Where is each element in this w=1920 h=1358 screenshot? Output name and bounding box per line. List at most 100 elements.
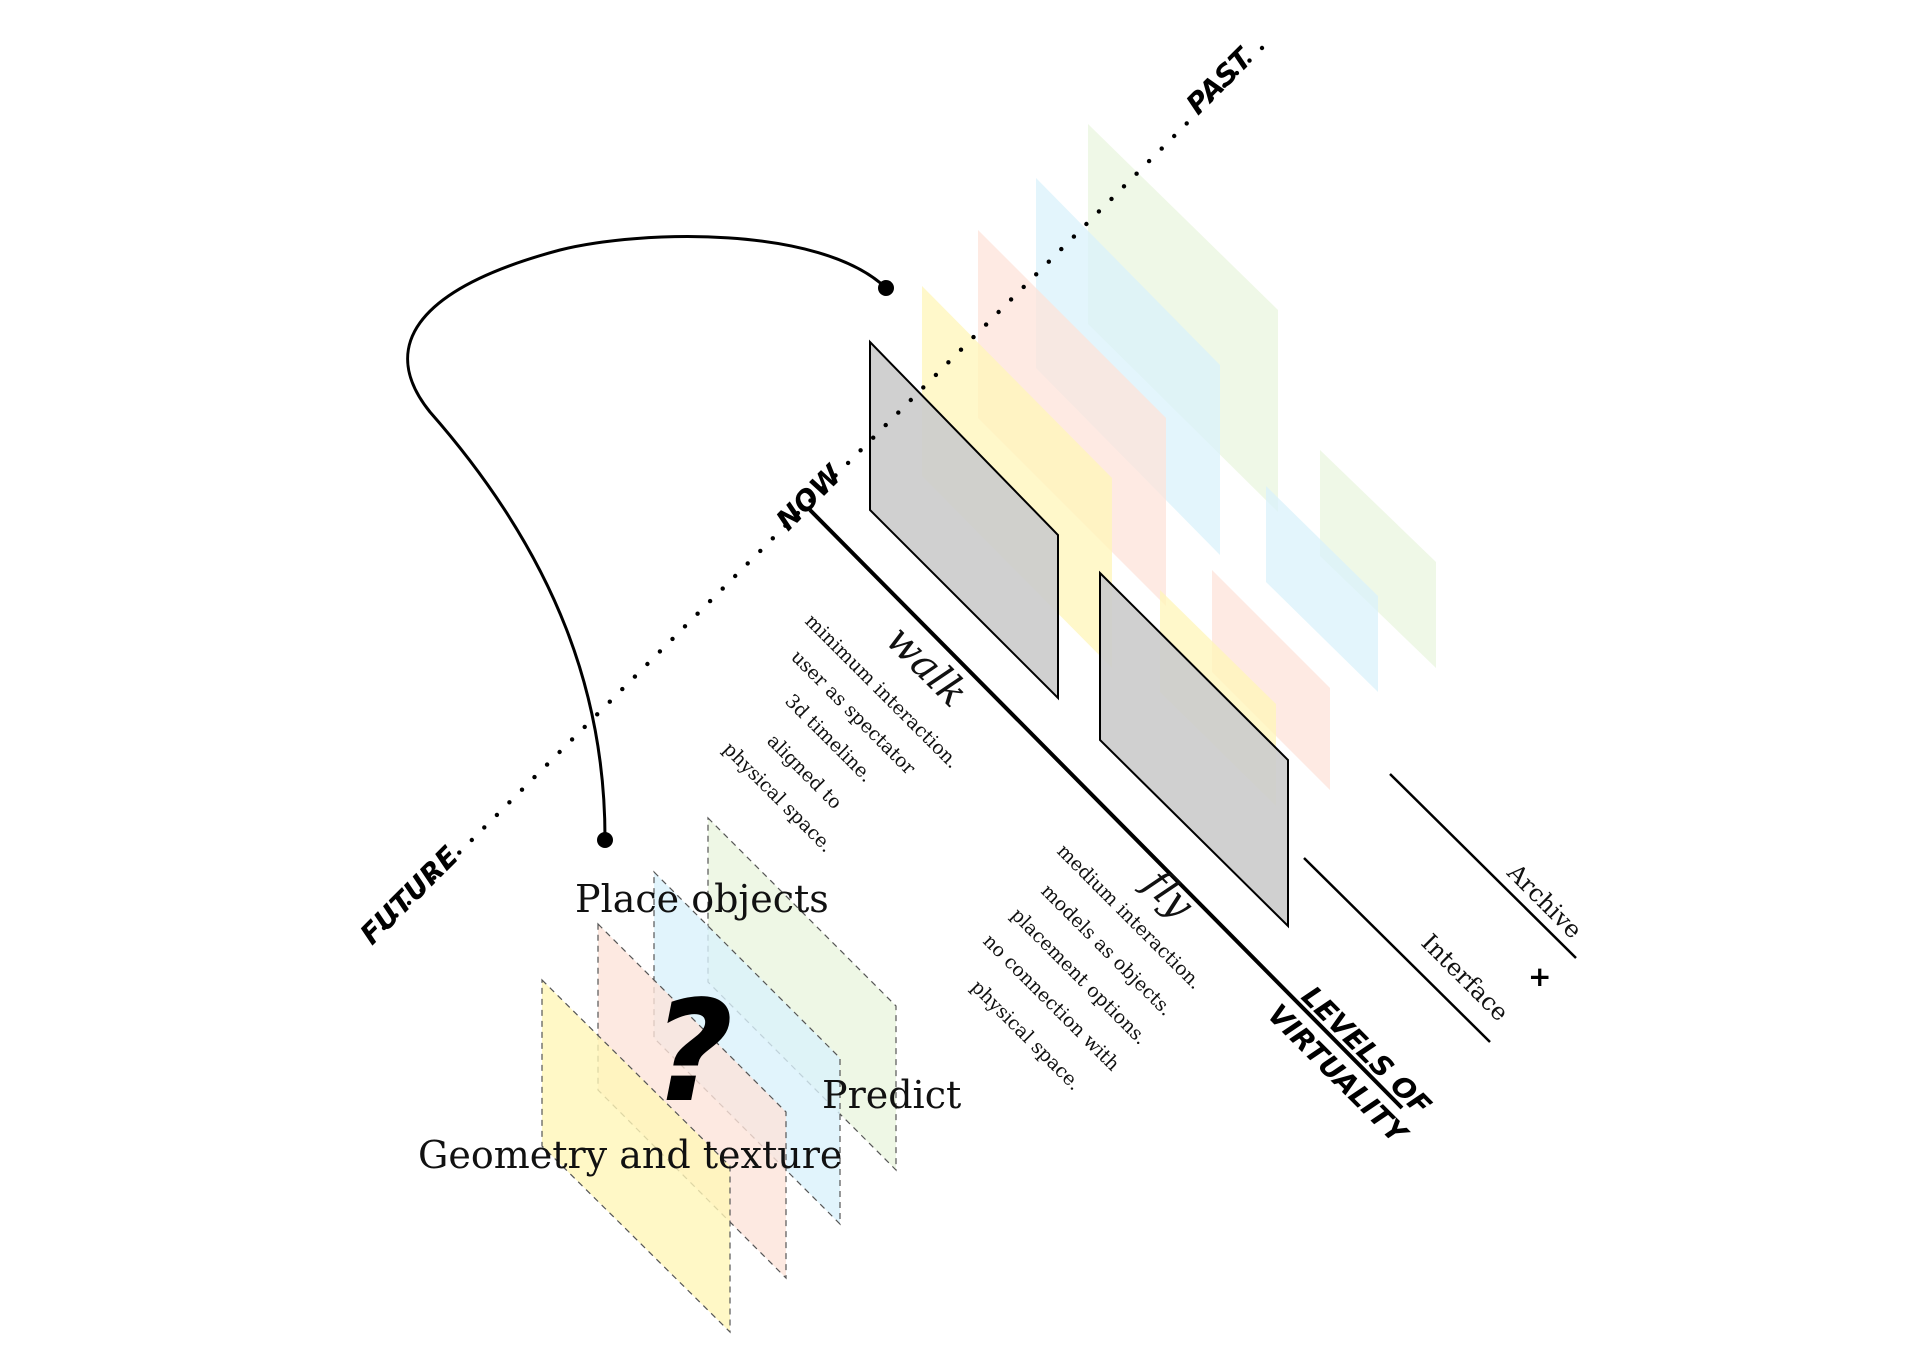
- timeline-dot: [569, 737, 575, 742]
- interface-label: Interface: [1416, 928, 1514, 1026]
- fly-layer-pink: [1212, 570, 1330, 790]
- timeline-dot: [507, 800, 512, 805]
- predict-label: Predict: [822, 1073, 961, 1117]
- past-layer-blue: [1036, 178, 1220, 555]
- timeline-dot: [645, 661, 650, 667]
- timeline-dot: [557, 749, 562, 755]
- arc-end-dot-bottom: [597, 832, 613, 848]
- timeline-dot: [670, 636, 675, 642]
- timeline-dot: [707, 598, 713, 604]
- timeline-dot: [1096, 209, 1102, 214]
- timeline-dot: [469, 837, 474, 843]
- fly-line-5: physical space.: [966, 976, 1085, 1095]
- timeline-dot: [494, 812, 500, 818]
- timeline-dot: [883, 422, 888, 428]
- timeline-dot: [908, 397, 913, 403]
- timeline-dot: [620, 686, 625, 692]
- past-layer-green: [1088, 124, 1278, 512]
- past-layers: [922, 124, 1436, 806]
- timeline-dot: [845, 460, 851, 466]
- fly-panel: [1099, 570, 1289, 929]
- place-objects-label: Place objects: [575, 877, 829, 921]
- timeline-dot: [432, 875, 437, 880]
- timeline-dot: [858, 448, 863, 453]
- timeline-dot: [770, 536, 775, 541]
- timeline-dot: [607, 699, 612, 704]
- timeline-dot: [833, 473, 838, 478]
- timeline-dot: [733, 573, 738, 579]
- timeline-dot: [820, 485, 826, 491]
- timeline-dot: [1109, 196, 1114, 202]
- archive-axis-line: [1389, 773, 1577, 959]
- timeline-dot: [1021, 284, 1026, 290]
- timeline-dot: [1071, 234, 1077, 239]
- past-layer-pink: [978, 230, 1166, 606]
- timeline-dot: [1046, 259, 1052, 264]
- timeline-dot: [1059, 246, 1064, 252]
- timeline-dot: [983, 322, 989, 327]
- timeline-dot: [1234, 70, 1240, 76]
- past-label: PAST: [1180, 40, 1260, 120]
- timeline-dot: [758, 548, 763, 554]
- timeline-dot: [795, 510, 801, 516]
- timeline-dot: [394, 913, 399, 918]
- timeline-dot: [933, 372, 939, 378]
- timeline-dot: [745, 561, 750, 566]
- question-mark: ?: [652, 971, 733, 1134]
- walk-panel: [869, 339, 1059, 701]
- past-layer-yellow: [922, 286, 1112, 668]
- timeline-dot: [695, 611, 700, 616]
- timeline-dot: [1084, 221, 1089, 227]
- timeline-dot: [720, 586, 725, 591]
- timeline-dot: [1209, 96, 1215, 101]
- geometry-label: Geometry and texture: [418, 1133, 842, 1177]
- future-layer-yellow: [541, 978, 731, 1334]
- future-layer-blue: [653, 870, 841, 1226]
- fly-block: fly medium interaction. models as object…: [966, 840, 1206, 1095]
- timeline-dot: [1034, 272, 1039, 277]
- timeline-dot: [1184, 121, 1189, 126]
- future-label: FUTURE: [354, 840, 465, 951]
- levels-axis-line: [808, 508, 1404, 1110]
- timeline-dot: [958, 347, 964, 352]
- timeline-dot: [1008, 297, 1014, 302]
- timeline-dot: [482, 825, 487, 830]
- future-layers: [541, 816, 897, 1334]
- timeline-dot: [632, 674, 638, 679]
- timeline-dot: [444, 862, 449, 868]
- interface-axis-line: [1303, 857, 1491, 1043]
- timeline-dot: [1121, 184, 1127, 189]
- timeline-dot: [783, 523, 788, 528]
- timeline-dot: [406, 900, 412, 906]
- timeline-dots: [381, 45, 1265, 931]
- timeline-dot: [381, 925, 387, 931]
- timeline-dot: [946, 360, 951, 365]
- now-label: NOW: [770, 458, 849, 537]
- timeline-dot: [532, 774, 537, 780]
- timeline-dot: [896, 410, 901, 415]
- timeline-dot: [419, 888, 424, 893]
- fly-layer-green: [1320, 450, 1436, 668]
- timeline-dot: [871, 435, 876, 440]
- timeline-dot: [519, 787, 525, 792]
- arc-end-dot-top: [878, 280, 894, 296]
- timeline-dot: [544, 762, 550, 767]
- timeline-dot: [457, 850, 462, 855]
- timeline-dot: [1134, 171, 1139, 176]
- walk-block: walk minimum interaction. user as specta…: [718, 610, 976, 857]
- timeline-dot: [1222, 83, 1227, 88]
- timeline-dot: [1172, 133, 1177, 139]
- timeline-dot: [682, 624, 688, 629]
- timeline-dot: [582, 724, 587, 730]
- timeline-dot: [1197, 108, 1202, 114]
- timeline-dot: [595, 712, 600, 717]
- plus-label: +: [1528, 960, 1551, 993]
- timeline-dot: [971, 334, 976, 340]
- timeline-dot: [921, 385, 926, 390]
- timeline-dot: [1259, 45, 1265, 51]
- timeline-dot: [1247, 58, 1252, 63]
- timeline-dot: [1159, 146, 1164, 151]
- time-arc: [406, 235, 888, 839]
